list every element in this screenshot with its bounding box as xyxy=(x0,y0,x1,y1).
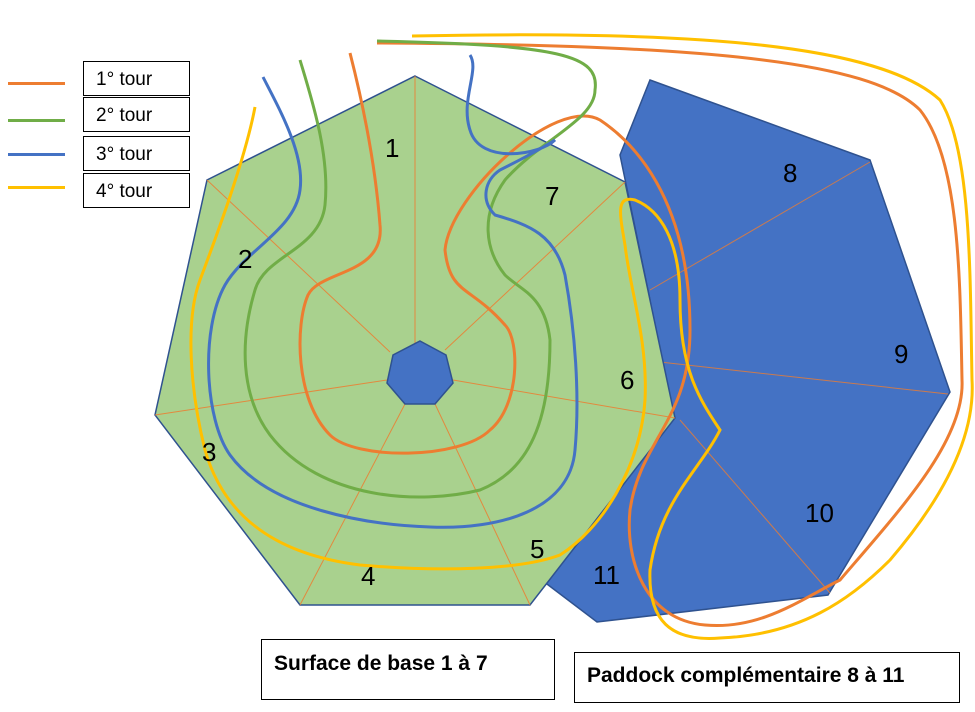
sector-label-2: 2 xyxy=(238,244,252,274)
center-heptagon xyxy=(386,340,454,405)
sector-label-9: 9 xyxy=(894,339,908,369)
tour-1-path xyxy=(298,41,964,628)
sector-label-7: 7 xyxy=(545,181,559,211)
legend-item-tour-3: 3° tour xyxy=(83,136,190,171)
legend-item-tour-1: 1° tour xyxy=(83,61,190,96)
legend-label-tour-3: 3° tour xyxy=(96,144,153,165)
legend-line-tour-2 xyxy=(8,119,65,122)
sector-label-6: 6 xyxy=(620,365,634,395)
sector-label-3: 3 xyxy=(202,437,216,467)
sector-label-11: 11 xyxy=(593,560,620,590)
tour-3-path xyxy=(207,54,579,529)
sector-label-1: 1 xyxy=(385,133,399,163)
caption-complementary-paddock: Paddock complémentaire 8 à 11 xyxy=(574,652,960,703)
legend-item-tour-2: 2° tour xyxy=(83,97,190,132)
legend-label-tour-4: 4° tour xyxy=(96,181,153,202)
tour-4-path xyxy=(189,33,974,640)
legend-item-tour-4: 4° tour xyxy=(83,173,190,208)
caption-base-surface: Surface de base 1 à 7 xyxy=(261,639,555,700)
legend-line-tour-4 xyxy=(8,186,65,189)
legend-line-tour-1 xyxy=(8,82,65,85)
legend-label-tour-1: 1° tour xyxy=(96,69,153,90)
caption-base-surface-text: Surface de base 1 à 7 xyxy=(274,652,488,675)
sector-label-5: 5 xyxy=(530,534,544,564)
tour-2-path xyxy=(243,39,597,499)
sector-label-4: 4 xyxy=(361,561,375,591)
legend-line-tour-3 xyxy=(8,153,65,156)
sector-label-8: 8 xyxy=(783,158,797,188)
sector-label-10: 10 xyxy=(805,498,834,528)
legend-label-tour-2: 2° tour xyxy=(96,105,153,126)
caption-complementary-paddock-text: Paddock complémentaire 8 à 11 xyxy=(587,664,905,687)
